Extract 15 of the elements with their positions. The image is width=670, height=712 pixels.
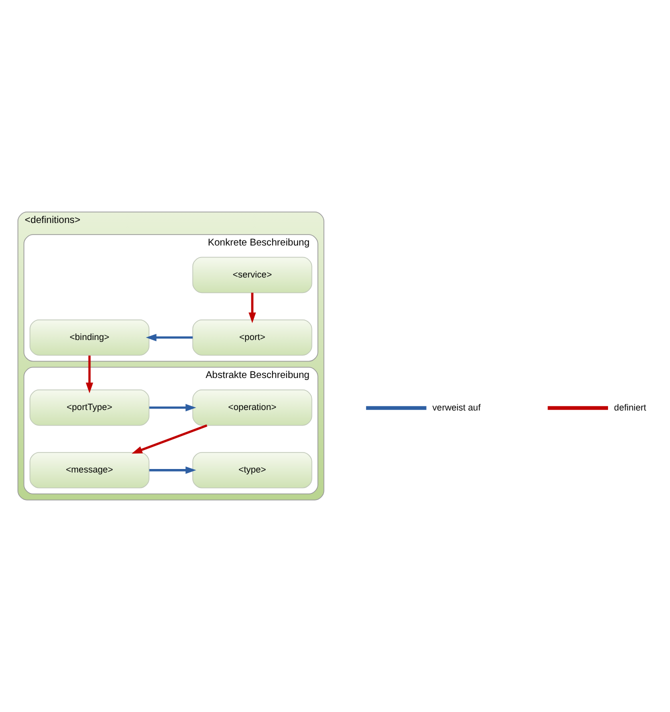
node-box: <operation> <box>192 390 312 426</box>
node-box: <binding> <box>30 319 150 356</box>
legend-label: verweist auf <box>432 402 481 412</box>
arrow <box>86 356 94 394</box>
arrow <box>149 404 196 412</box>
node-box: <port> <box>192 319 312 356</box>
node-box: <message> <box>30 452 150 488</box>
node-box: <type> <box>192 452 312 488</box>
node-box: <portType> <box>30 390 150 426</box>
arrow <box>248 292 256 324</box>
arrow <box>149 466 196 474</box>
arrow <box>146 334 193 342</box>
node-box: <service> <box>192 256 312 294</box>
arrow <box>132 424 208 454</box>
legend-label: definiert <box>614 402 646 412</box>
